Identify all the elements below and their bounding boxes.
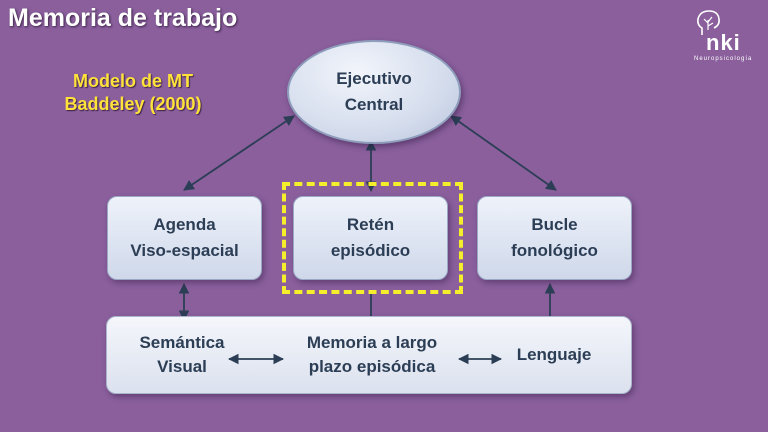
logo-word: nki xyxy=(706,30,741,55)
lenguaje-label: Lenguaje xyxy=(516,345,592,364)
ltm-arrows xyxy=(227,353,503,365)
reten-line-1: Retén xyxy=(346,215,395,234)
reten-line-2: episódico xyxy=(330,241,411,260)
arrow-central-bucle xyxy=(450,115,557,191)
slide-title: Memoria de trabajo xyxy=(8,4,238,32)
inki-logo: nki Neuropsicología xyxy=(694,8,760,68)
central-executive-node: Ejecutivo Central xyxy=(287,40,461,144)
semantic-visual-label: Semántica Visual xyxy=(117,331,247,379)
agenda-line-1: Agenda xyxy=(153,215,216,234)
logo-subtitle: Neuropsicología xyxy=(694,56,753,62)
phonological-loop-node: Bucle fonológico xyxy=(477,196,632,280)
central-line-2: Central xyxy=(344,95,404,114)
agenda-line-2: Viso-espacial xyxy=(130,241,239,260)
central-line-1: Ejecutivo xyxy=(336,69,412,88)
long-term-memory-panel: Semántica Visual Memoria a largo plazo e… xyxy=(106,316,632,394)
episodic-buffer-node: Retén episódico xyxy=(293,196,448,280)
bucle-line-2: fonológico xyxy=(511,241,598,260)
semantica-line-2: Visual xyxy=(157,357,207,376)
visuospatial-sketchpad-node: Agenda Viso-espacial xyxy=(107,196,262,280)
highlight-frame xyxy=(282,182,463,294)
model-subtitle: Modelo de MT Baddeley (2000) xyxy=(48,70,218,116)
episodic-ltm-label: Memoria a largo plazo episódica xyxy=(287,331,457,379)
bucle-line-1: Bucle xyxy=(531,215,578,234)
memoria-line-1: Memoria a largo xyxy=(306,333,438,352)
subtitle-line-2: Baddeley (2000) xyxy=(64,94,202,114)
semantica-line-1: Semántica xyxy=(139,333,225,352)
memoria-line-2: plazo episódica xyxy=(308,357,436,376)
arrow-central-agenda xyxy=(183,115,295,191)
head-tree-icon xyxy=(697,10,720,35)
subtitle-line-1: Modelo de MT xyxy=(73,71,193,91)
